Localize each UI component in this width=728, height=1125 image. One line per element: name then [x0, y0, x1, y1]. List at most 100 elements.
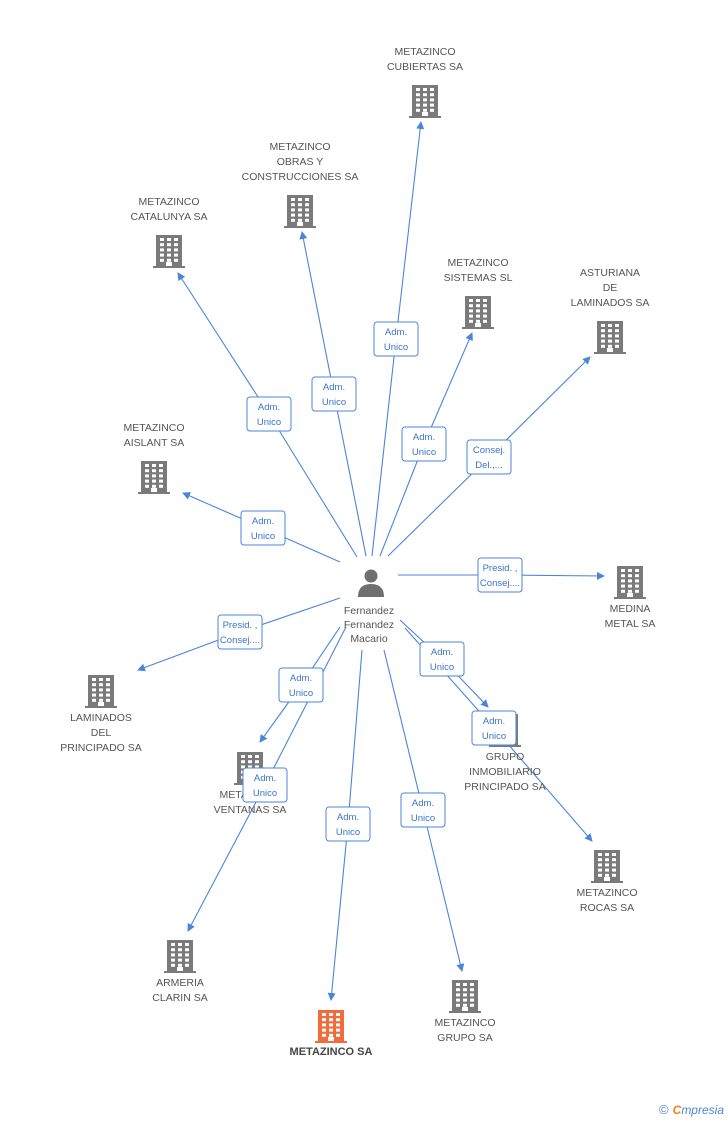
company-node-metazinco[interactable]: METAZINCO SA [290, 1010, 373, 1058]
role-label[interactable]: Adm.Unico [400, 792, 446, 828]
company-label: INMOBILIARIO [469, 766, 541, 778]
role-label-text: Del.,... [475, 460, 502, 471]
role-label[interactable]: Adm. Unico [242, 767, 288, 803]
building-icon [591, 850, 623, 883]
company-node-medina[interactable]: MEDINA METAL SA [605, 566, 656, 630]
role-label-text: Adm. [254, 773, 276, 784]
role-label-text: Adm. [385, 327, 407, 338]
role-label[interactable]: Adm.Unico [471, 710, 517, 746]
role-label-box [240, 510, 286, 546]
building-icon [449, 980, 481, 1013]
copyright-icon: © [659, 1102, 669, 1117]
role-label-text: Consej. [473, 445, 505, 456]
company-label: GRUPO SA [437, 1032, 492, 1044]
role-label-box [373, 321, 419, 357]
company-label: CATALUNYA SA [130, 211, 207, 223]
role-label-text: Unico [251, 531, 275, 542]
role-label-text: Adm. [252, 516, 274, 527]
company-node-cubiertas[interactable]: METAZINCO CUBIERTAS SA [387, 46, 463, 118]
company-label: METAZINCO [394, 46, 455, 58]
role-label[interactable]: Presid. , Consej.... [477, 557, 523, 593]
role-label[interactable]: Presid. ,Consej.... [217, 614, 263, 650]
company-label: CUBIERTAS SA [387, 61, 463, 73]
building-icon [594, 321, 626, 354]
role-label-text: Unico [384, 342, 408, 353]
role-label[interactable]: Adm. Unico [325, 806, 371, 842]
role-label[interactable]: Adm.Unico [311, 376, 357, 412]
role-label-text: Consej.... [220, 635, 260, 646]
company-label: PRINCIPADO SA [464, 781, 546, 793]
company-node-armeria[interactable]: ARMERIA CLARIN SA [152, 940, 208, 1004]
role-label-text: Adm. [483, 716, 505, 727]
role-label[interactable]: Adm. Unico [246, 396, 292, 432]
role-label-text: Adm. [431, 647, 453, 658]
role-label[interactable]: Adm.Unico [278, 667, 324, 703]
role-label-text: Adm. [413, 432, 435, 443]
company-label: ROCAS SA [580, 902, 634, 914]
company-label: METAL SA [605, 618, 656, 630]
role-label-text: Adm. [337, 812, 359, 823]
company-label: METAZINCO [269, 141, 330, 153]
role-label-text: Unico [257, 417, 281, 428]
company-label: AISLANT SA [124, 437, 185, 449]
company-label: METAZINCO [138, 196, 199, 208]
company-label: CLARIN SA [152, 992, 207, 1004]
role-label[interactable]: Adm.Unico [419, 641, 465, 677]
person-icon [358, 569, 384, 597]
person-name: Macario [350, 633, 388, 645]
company-label: OBRAS Y [277, 156, 324, 168]
building-icon [164, 940, 196, 973]
role-label-box [419, 641, 465, 677]
person-name: Fernandez [344, 619, 394, 631]
company-label: ASTURIANA [580, 267, 640, 279]
role-label-text: Unico [412, 447, 436, 458]
role-label-text: Unico [289, 688, 313, 699]
building-icon [614, 566, 646, 599]
building-icon [153, 235, 185, 268]
role-label-text: Unico [253, 788, 277, 799]
role-label-text: Adm. [258, 402, 280, 413]
role-label-text: Unico [336, 827, 360, 838]
company-label: ARMERIA [156, 977, 204, 989]
role-label[interactable]: Adm. Unico [373, 321, 419, 357]
building-icon [284, 195, 316, 228]
company-label: SISTEMAS SL [444, 272, 513, 284]
role-label-text: Presid. , [483, 563, 518, 574]
building-icon [315, 1010, 347, 1043]
building-icon [462, 296, 494, 329]
company-label: MEDINA [610, 603, 651, 615]
building-icon [85, 675, 117, 708]
role-label-box [311, 376, 357, 412]
company-label: METAZINCO SA [290, 1046, 373, 1058]
role-label-text: Unico [411, 813, 435, 824]
role-label-text: Unico [322, 397, 346, 408]
role-label-box [246, 396, 292, 432]
role-label-box [242, 767, 288, 803]
logo-text: mpresia [681, 1103, 724, 1117]
company-label: PRINCIPADO SA [60, 742, 142, 754]
company-node-sistemas[interactable]: METAZINCO SISTEMAS SL [444, 257, 513, 329]
company-label: METAZINCO [123, 422, 184, 434]
company-label: LAMINADOS SA [571, 297, 650, 309]
person-name: Fernandez [344, 605, 394, 617]
role-label-box [400, 792, 446, 828]
company-node-catalunya[interactable]: METAZINCO CATALUNYA SA [130, 196, 208, 268]
logo-letter: C [672, 1103, 682, 1117]
role-label[interactable]: Adm. Unico [240, 510, 286, 546]
role-label[interactable]: Adm. Unico [401, 426, 447, 462]
company-label: DEL [91, 727, 112, 739]
role-label-text: Consej.... [480, 578, 520, 589]
role-label-box [477, 557, 523, 593]
company-label: METAZINCO [447, 257, 508, 269]
company-node-aislant[interactable]: METAZINCO AISLANT SA [123, 422, 185, 494]
role-label[interactable]: Consej. Del.,... [466, 439, 512, 475]
role-label-box [466, 439, 512, 475]
role-label-box [278, 667, 324, 703]
